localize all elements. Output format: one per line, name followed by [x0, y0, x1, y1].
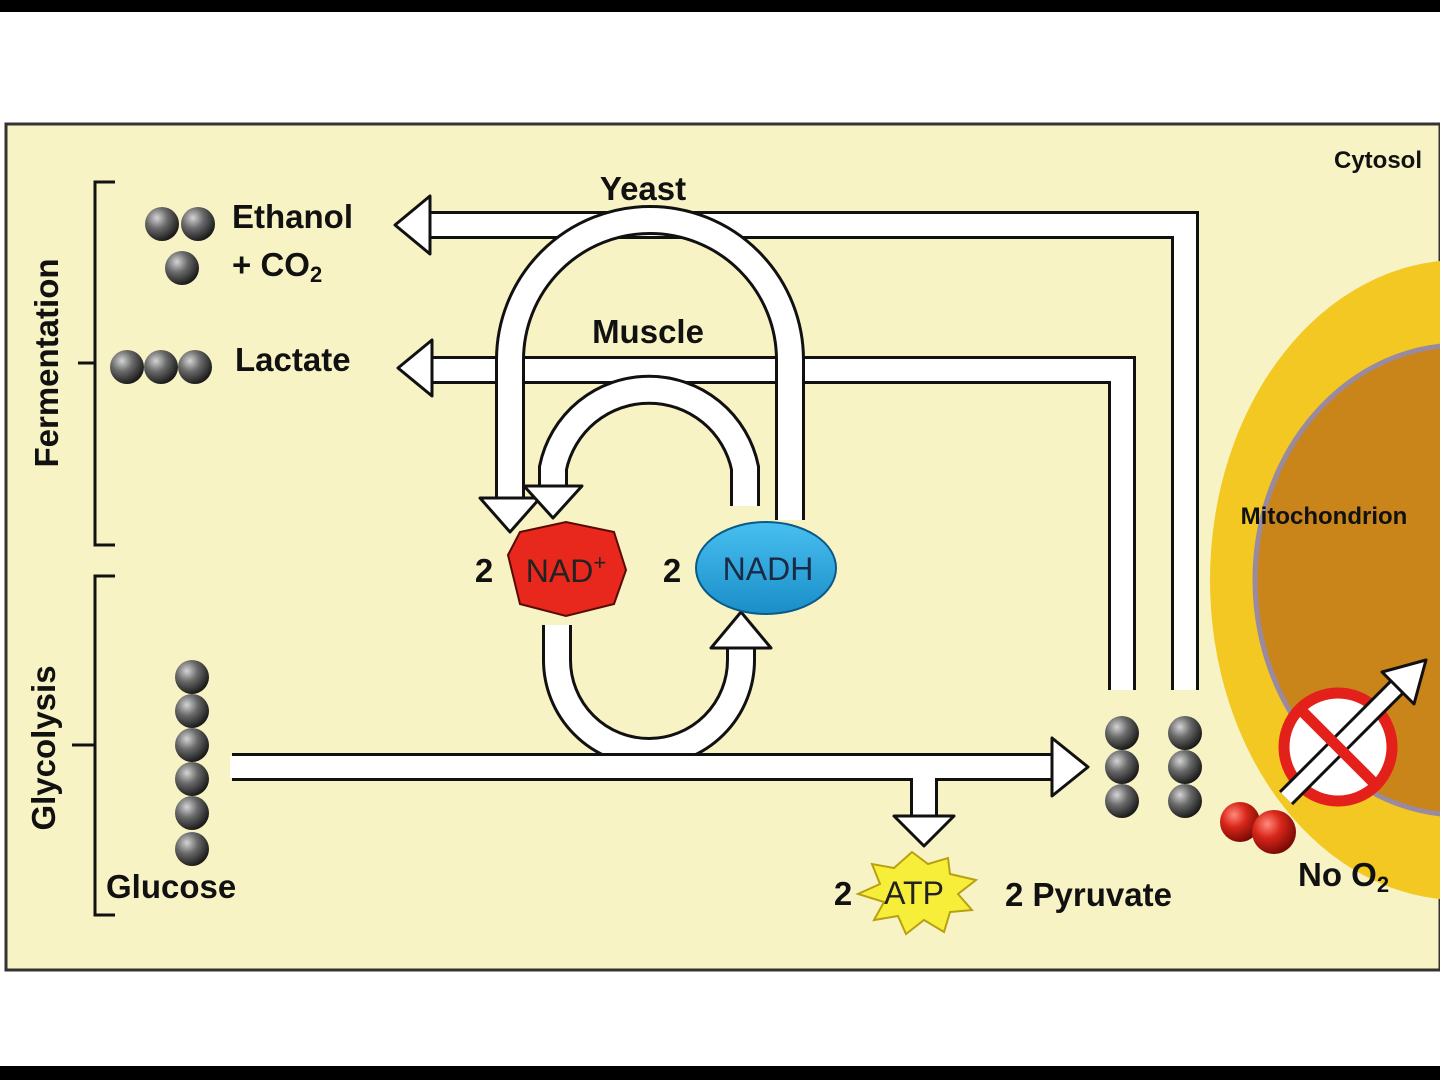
pyruvate-b-carbon-atom-1 [1168, 716, 1202, 750]
atp-burst [855, 850, 979, 936]
regeneration-arch-outer [478, 205, 805, 534]
pyruvate-b-carbon-atom-2 [1168, 750, 1202, 784]
glycolysis-label: Glycolysis [25, 665, 62, 830]
glycolysis-arrow-head [1050, 736, 1090, 798]
glucose-carbon-atom-1 [175, 660, 209, 694]
lactate-carbon-atom-1 [110, 350, 144, 384]
oxygen-entry-arrow-shaft [1281, 677, 1407, 803]
nad-plus-hexagon [506, 520, 628, 618]
pyruvate-b-carbon-atom-3 [1168, 784, 1202, 818]
muscle-arrow-head [396, 338, 434, 398]
mitochondrion-label: Mitochondrion [1241, 503, 1408, 530]
nad-label: NAD+ [526, 550, 606, 589]
pyruvate-label: 2 Pyruvate [1005, 876, 1172, 913]
ethanol-carbon-atom-3 [165, 251, 199, 285]
pyruvate-a-carbon-atom-1 [1105, 716, 1139, 750]
nad-count: 2 [475, 552, 493, 589]
oxygen-atom-2 [1252, 810, 1296, 854]
top-letterbox [0, 0, 1440, 12]
pyruvate-a-carbon-atom-2 [1105, 750, 1139, 784]
atp-branch-head [892, 814, 956, 848]
nadh-count: 2 [663, 552, 681, 589]
ethanol-carbon-atom-2 [181, 207, 215, 241]
yeast-arrow-head [393, 194, 432, 256]
reduction-arc [542, 610, 773, 767]
arch-inner-arrow-head [522, 484, 584, 520]
glucose-carbon-atom-3 [175, 728, 209, 762]
arch-outer-arrow-head [478, 496, 542, 534]
pyruvate-a-carbon-atom-3 [1105, 784, 1139, 818]
lactate-carbon-atom-2 [144, 350, 178, 384]
glucose-carbon-atom-2 [175, 694, 209, 728]
no-entry-sign [1278, 658, 1428, 807]
nadh-ellipse [695, 521, 837, 615]
bottom-letterbox [0, 1066, 1440, 1080]
glucose-label: Glucose [106, 868, 236, 905]
atp-label: ATP [884, 875, 944, 911]
glycolysis-bracket [72, 574, 115, 917]
glucose-carbon-atom-6 [175, 832, 209, 866]
regeneration-arch-inner [522, 374, 760, 520]
molecule-balls [110, 207, 1202, 866]
ethanol-carbon-atom-1 [145, 207, 179, 241]
ethanol-label: Ethanol [232, 198, 353, 235]
no-o2-label: No O2 [1298, 856, 1389, 897]
lactate-carbon-atom-3 [178, 350, 212, 384]
prohibit-slash [1296, 705, 1380, 789]
lactate-label: Lactate [235, 341, 351, 378]
oxygen-entry-arrow-head [1380, 658, 1428, 706]
fermentation-bracket [78, 180, 115, 547]
yeast-label: Yeast [600, 170, 686, 207]
muscle-arrow-shaft [428, 359, 1133, 690]
cytosol-label: Cytosol [1334, 147, 1422, 174]
oxygen-atom-1 [1220, 802, 1260, 842]
reduction-arc-arrow-head [709, 610, 773, 650]
fermentation-label: Fermentation [28, 258, 65, 467]
glucose-carbon-atom-5 [175, 796, 209, 830]
atp-count: 2 [834, 875, 852, 912]
nadh-label: NADH [723, 551, 814, 587]
glucose-carbon-atom-4 [175, 762, 209, 796]
muscle-label: Muscle [592, 313, 704, 350]
co2-label: + CO2 [232, 246, 322, 287]
